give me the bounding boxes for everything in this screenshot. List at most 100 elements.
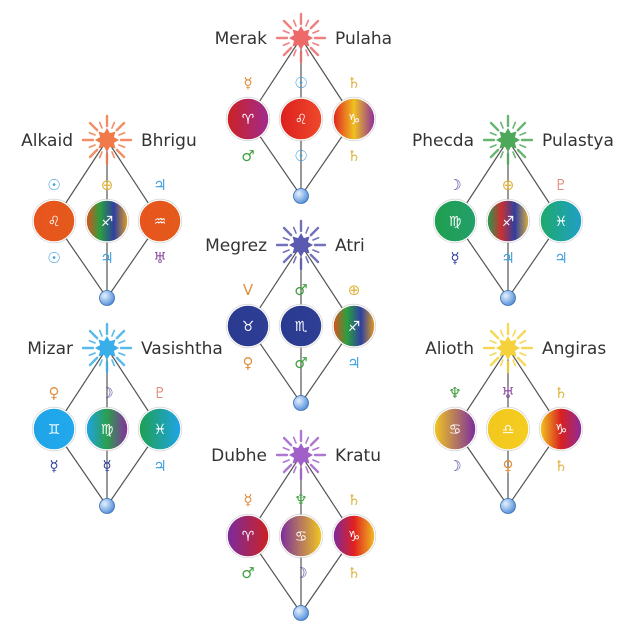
star-name-left: Mizar bbox=[27, 339, 73, 359]
planet-bottom-icon: ☉ bbox=[294, 147, 307, 165]
zodiac-circle bbox=[138, 407, 182, 451]
star-icon bbox=[275, 219, 327, 271]
zodiac-sign-icon: ♑ bbox=[348, 529, 361, 545]
planet-top-icon: ☽ bbox=[448, 176, 461, 194]
zodiac-sign-icon: ♋ bbox=[449, 422, 462, 438]
planet-top-icon: V bbox=[243, 281, 254, 299]
star-icon bbox=[275, 429, 327, 481]
zodiac-sign-icon: ♓ bbox=[154, 422, 167, 438]
star-icon bbox=[275, 12, 327, 64]
planet-top-icon: ⊕ bbox=[502, 176, 515, 194]
zodiac-circle bbox=[332, 304, 376, 348]
planet-top-icon: ♆ bbox=[448, 384, 461, 402]
star-name-left: Dubhe bbox=[211, 446, 267, 466]
planet-top-icon: ♂ bbox=[294, 281, 307, 299]
planet-bottom-icon: ♂ bbox=[241, 564, 254, 582]
zodiac-sign-icon: ♐ bbox=[348, 319, 361, 335]
zodiac-sign-icon: ♍ bbox=[101, 422, 114, 438]
zodiac-circle bbox=[226, 97, 270, 141]
star-name-left: Alkaid bbox=[21, 131, 73, 151]
zodiac-circle bbox=[433, 407, 477, 451]
planet-bottom-icon: ☽ bbox=[294, 564, 307, 582]
zodiac-sign-icon: ♈ bbox=[242, 529, 255, 545]
star-name-left: Megrez bbox=[205, 236, 267, 256]
planet-top-icon: ⊕ bbox=[348, 281, 361, 299]
planet-bottom-icon: ☽ bbox=[448, 457, 461, 475]
node-sphere bbox=[99, 498, 115, 514]
zodiac-circle bbox=[332, 514, 376, 558]
planet-bottom-icon: ♃ bbox=[501, 249, 514, 267]
zodiac-circle bbox=[539, 407, 583, 451]
rishi-name-right: Pulastya bbox=[542, 131, 614, 151]
zodiac-circle bbox=[279, 514, 323, 558]
planet-bottom-icon: ♃ bbox=[347, 354, 360, 372]
rishi-name-right: Angiras bbox=[542, 339, 606, 359]
zodiac-circle bbox=[32, 407, 76, 451]
star-icon bbox=[81, 322, 133, 374]
planet-bottom-icon: ♄ bbox=[554, 457, 567, 475]
node-sphere bbox=[293, 605, 309, 621]
planet-bottom-icon: ☿ bbox=[49, 457, 58, 475]
zodiac-sign-icon: ♏ bbox=[295, 319, 308, 335]
node-sphere bbox=[293, 188, 309, 204]
zodiac-circle bbox=[539, 199, 583, 243]
zodiac-circle bbox=[138, 199, 182, 243]
node-sphere bbox=[99, 290, 115, 306]
planet-bottom-icon: ♂ bbox=[294, 354, 307, 372]
zodiac-circle bbox=[486, 199, 530, 243]
zodiac-circle bbox=[279, 97, 323, 141]
planet-top-icon: ♆ bbox=[294, 491, 307, 509]
zodiac-sign-icon: ♈ bbox=[242, 112, 255, 128]
planet-top-icon: ♀ bbox=[49, 384, 60, 402]
zodiac-circle bbox=[332, 97, 376, 141]
zodiac-circle bbox=[226, 304, 270, 348]
zodiac-sign-icon: ♍ bbox=[449, 214, 462, 230]
planet-bottom-icon: ♃ bbox=[100, 249, 113, 267]
zodiac-sign-icon: ♊ bbox=[48, 422, 61, 438]
rishi-name-right: Pulaha bbox=[335, 29, 392, 49]
planet-top-icon: ☿ bbox=[243, 491, 252, 509]
planet-top-icon: ♄ bbox=[347, 491, 360, 509]
planet-top-icon: ☉ bbox=[294, 74, 307, 92]
planet-bottom-icon: ♄ bbox=[347, 564, 360, 582]
rishi-name-right: Atri bbox=[335, 236, 365, 256]
node-sphere bbox=[500, 498, 516, 514]
planet-top-icon: ☿ bbox=[243, 74, 252, 92]
zodiac-circle bbox=[486, 407, 530, 451]
zodiac-sign-icon: ♐ bbox=[502, 214, 515, 230]
planet-top-icon: ☽ bbox=[100, 384, 113, 402]
planet-bottom-icon: ☉ bbox=[47, 249, 60, 267]
star-name-left: Alioth bbox=[425, 339, 474, 359]
rishi-name-right: Vasishtha bbox=[141, 339, 223, 359]
planet-top-icon: ♄ bbox=[554, 384, 567, 402]
planet-top-icon: ♄ bbox=[347, 74, 360, 92]
star-icon bbox=[482, 114, 534, 166]
zodiac-circle bbox=[32, 199, 76, 243]
planet-top-icon: ☉ bbox=[47, 176, 60, 194]
planet-bottom-icon: ♄ bbox=[347, 147, 360, 165]
zodiac-sign-icon: ♑ bbox=[348, 112, 361, 128]
zodiac-sign-icon: ♓ bbox=[555, 214, 568, 230]
planet-top-icon: ♇ bbox=[554, 176, 567, 194]
zodiac-sign-icon: ♌ bbox=[295, 112, 308, 128]
rishi-name-right: Bhrigu bbox=[141, 131, 197, 151]
node-sphere bbox=[293, 395, 309, 411]
planet-bottom-icon: ♃ bbox=[554, 249, 567, 267]
planet-bottom-icon: ☿ bbox=[102, 457, 111, 475]
zodiac-sign-icon: ♉ bbox=[242, 319, 255, 335]
star-name-left: Merak bbox=[215, 29, 268, 49]
planet-bottom-icon: ☿ bbox=[450, 249, 459, 267]
zodiac-sign-icon: ♎ bbox=[502, 422, 515, 438]
star-icon bbox=[482, 322, 534, 374]
zodiac-sign-icon: ♌ bbox=[48, 214, 61, 230]
planet-top-icon: ♅ bbox=[501, 384, 514, 402]
planet-top-icon: ⊕ bbox=[101, 176, 114, 194]
planet-top-icon: ♃ bbox=[153, 176, 166, 194]
